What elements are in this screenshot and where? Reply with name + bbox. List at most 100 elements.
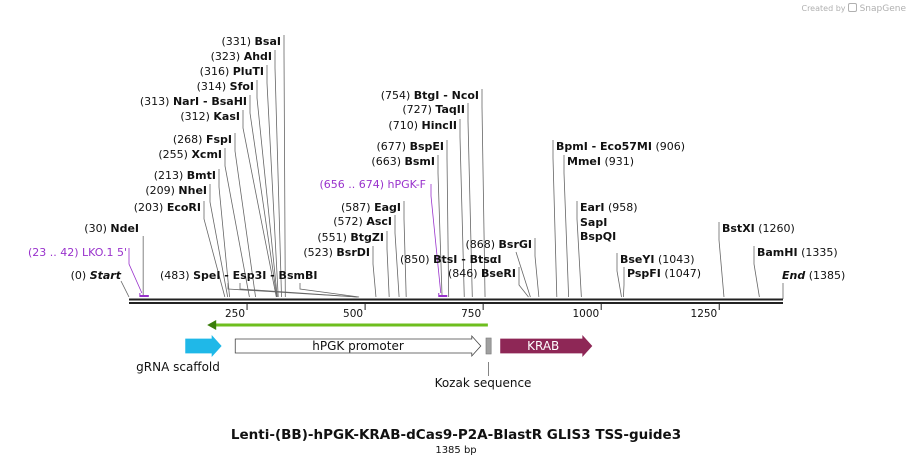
site-kasi-6-pos: (312) xyxy=(180,110,213,123)
site-bmti-3: (213) BmtI xyxy=(154,169,216,182)
site-ecori-1-connector xyxy=(203,201,226,298)
site-nhei-2-pos: (209) xyxy=(145,184,178,197)
site-nhei-2-connector xyxy=(209,184,229,298)
tick-label-250: 250 xyxy=(225,308,245,320)
site-bmti-3-pos: (213) xyxy=(154,169,187,182)
tick-label-750: 750 xyxy=(461,308,481,320)
site-ahdi-10-name: AhdI xyxy=(244,50,272,63)
credit: Created by SnapGene xyxy=(801,3,906,14)
site-bseyi-30-connector xyxy=(616,253,622,298)
feature-hpgk-promoter-arrow xyxy=(234,334,482,358)
site-asci-15: (572) AscI xyxy=(333,215,392,228)
site-bpmi-eco57mi-25-connector xyxy=(552,140,558,298)
site-fspi-5: (268) FspI xyxy=(173,133,232,146)
primer-hpgk-f-label: (656 .. 674) hPGK-F xyxy=(319,178,426,191)
site-xcmi-4-connector xyxy=(224,148,250,298)
start-label-name: Start xyxy=(90,269,122,282)
start-label-pos: (0) xyxy=(71,269,90,282)
site-fspi-5-connector xyxy=(234,133,256,298)
site-bsai-11-name: BsaI xyxy=(255,35,281,48)
site-pluti-9-pos: (316) xyxy=(200,65,233,78)
site-spei-esp3i-bsmbi-12-pos: (483) xyxy=(160,269,193,282)
map-title: Lenti-(BB)-hPGK-KRAB-dCas9-P2A-BlastR GL… xyxy=(231,427,681,443)
site-btgi-ncoi-21: (754) BtgI - NcoI xyxy=(381,89,479,102)
site-bspei-18-connector xyxy=(446,140,450,298)
site-nari-bsahi-7-name: NarI - BsaHI xyxy=(173,95,247,108)
site-eari-27-connector xyxy=(576,201,582,298)
site-pspfi-31: PspFI (1047) xyxy=(627,267,701,280)
site-spei-esp3i-bsmbi-12: (483) SpeI - Esp3I - BsmBI xyxy=(160,269,317,282)
site-bpmi-eco57mi-25-pos: (906) xyxy=(652,140,685,153)
primer-hpgk-f-name: hPGK-F xyxy=(388,178,426,191)
site-sfoi-8-name: SfoI xyxy=(230,80,254,93)
primer-lko-1-5-name: LKO.1 5' xyxy=(82,246,127,259)
site-bstxi-32-name: BstXI xyxy=(722,222,755,235)
feature-kozak-sequence-box xyxy=(485,337,492,355)
site-bpmi-eco57mi-25: BpmI - Eco57MI (906) xyxy=(556,140,685,153)
site-kasi-6: (312) KasI xyxy=(180,110,240,123)
site-asci-15-name: AscI xyxy=(366,215,392,228)
site-bsmi-17-connector xyxy=(437,155,443,298)
site-btsi-bts-i-23-name: BtsI - BtsαI xyxy=(433,253,501,266)
site-mmei-26-connector xyxy=(563,155,570,298)
site-bspei-18-name: BspEI xyxy=(410,140,444,153)
site-bsmi-17-pos: (663) xyxy=(371,155,404,168)
site-asci-15-pos: (572) xyxy=(333,215,366,228)
primer-lko-1-5-connector xyxy=(128,248,143,294)
site-btgzi-14: (551) BtgZI xyxy=(317,231,384,244)
tick-label-1250: 1250 xyxy=(691,308,718,320)
site-nari-bsahi-7-connector xyxy=(249,95,278,298)
site-mmei-26: MmeI (931) xyxy=(567,155,634,168)
site-sapi-28-name: SapI xyxy=(580,216,607,229)
site-btgzi-14-pos: (551) xyxy=(317,231,350,244)
site-bamhi-33: BamHI (1335) xyxy=(757,246,838,259)
site-taqii-20-name: TaqII xyxy=(435,103,465,116)
site-bamhi-33-pos: (1335) xyxy=(798,246,838,259)
site-pluti-9: (316) PluTI xyxy=(200,65,264,78)
site-bsrgi-24-pos: (868) xyxy=(465,238,498,251)
site-bseyi-30-name: BseYI xyxy=(620,253,654,266)
site-sfoi-8-pos: (314) xyxy=(197,80,230,93)
site-taqii-20-connector xyxy=(467,103,473,298)
site-xcmi-4: (255) XcmI xyxy=(158,148,222,161)
site-fspi-5-pos: (268) xyxy=(173,133,206,146)
site-nhei-2-name: NheI xyxy=(178,184,207,197)
site-taqii-20: (727) TaqII xyxy=(402,103,465,116)
connector-lines xyxy=(120,35,784,299)
site-btgi-ncoi-21-name: BtgI - NcoI xyxy=(414,89,479,102)
site-btgzi-14-connector xyxy=(386,231,390,298)
site-bamhi-33-name: BamHI xyxy=(757,246,798,259)
site-eagi-16: (587) EagI xyxy=(341,201,401,214)
site-bspei-18-pos: (677) xyxy=(377,140,410,153)
site-ahdi-10-pos: (323) xyxy=(211,50,244,63)
primer-hpgk-f-range: (656 .. 674) xyxy=(319,178,387,191)
feature-kozak-sequence-label: Kozak sequence xyxy=(435,376,532,390)
site-pluti-9-connector xyxy=(266,65,279,298)
site-btsi-bts-i-23: (850) BtsI - BtsαI xyxy=(400,253,501,266)
site-kasi-6-name: KasI xyxy=(213,110,240,123)
end-label-pos: (1385) xyxy=(805,269,845,282)
end-label-name: End xyxy=(782,269,805,282)
site-btgi-ncoi-21-pos: (754) xyxy=(381,89,414,102)
credit-brand: SnapGene xyxy=(859,4,906,14)
site-ecori-1: (203) EcoRI xyxy=(134,201,201,214)
site-asci-15-connector xyxy=(394,215,400,298)
site-bseyi-30-pos: (1043) xyxy=(654,253,694,266)
site-kasi-6-connector xyxy=(242,110,277,298)
site-bstxi-32-connector xyxy=(718,222,725,298)
site-bseri-22-connector xyxy=(518,267,529,298)
site-bstxi-32: BstXI (1260) xyxy=(722,222,795,235)
tick-label-500: 500 xyxy=(343,308,363,320)
site-bsrgi-24: (868) BsrGI xyxy=(465,238,532,251)
feature-krab-label: KRAB xyxy=(527,339,559,353)
map-subtitle: 1385 bp xyxy=(435,445,476,456)
site-eagi-16-connector xyxy=(403,201,407,298)
site-bamhi-33-connector xyxy=(753,246,760,298)
site-spei-esp3i-bsmbi-12-connector-b xyxy=(239,283,359,298)
start-label: (0) Start xyxy=(71,269,122,282)
site-btgi-ncoi-21-connector xyxy=(481,89,486,298)
